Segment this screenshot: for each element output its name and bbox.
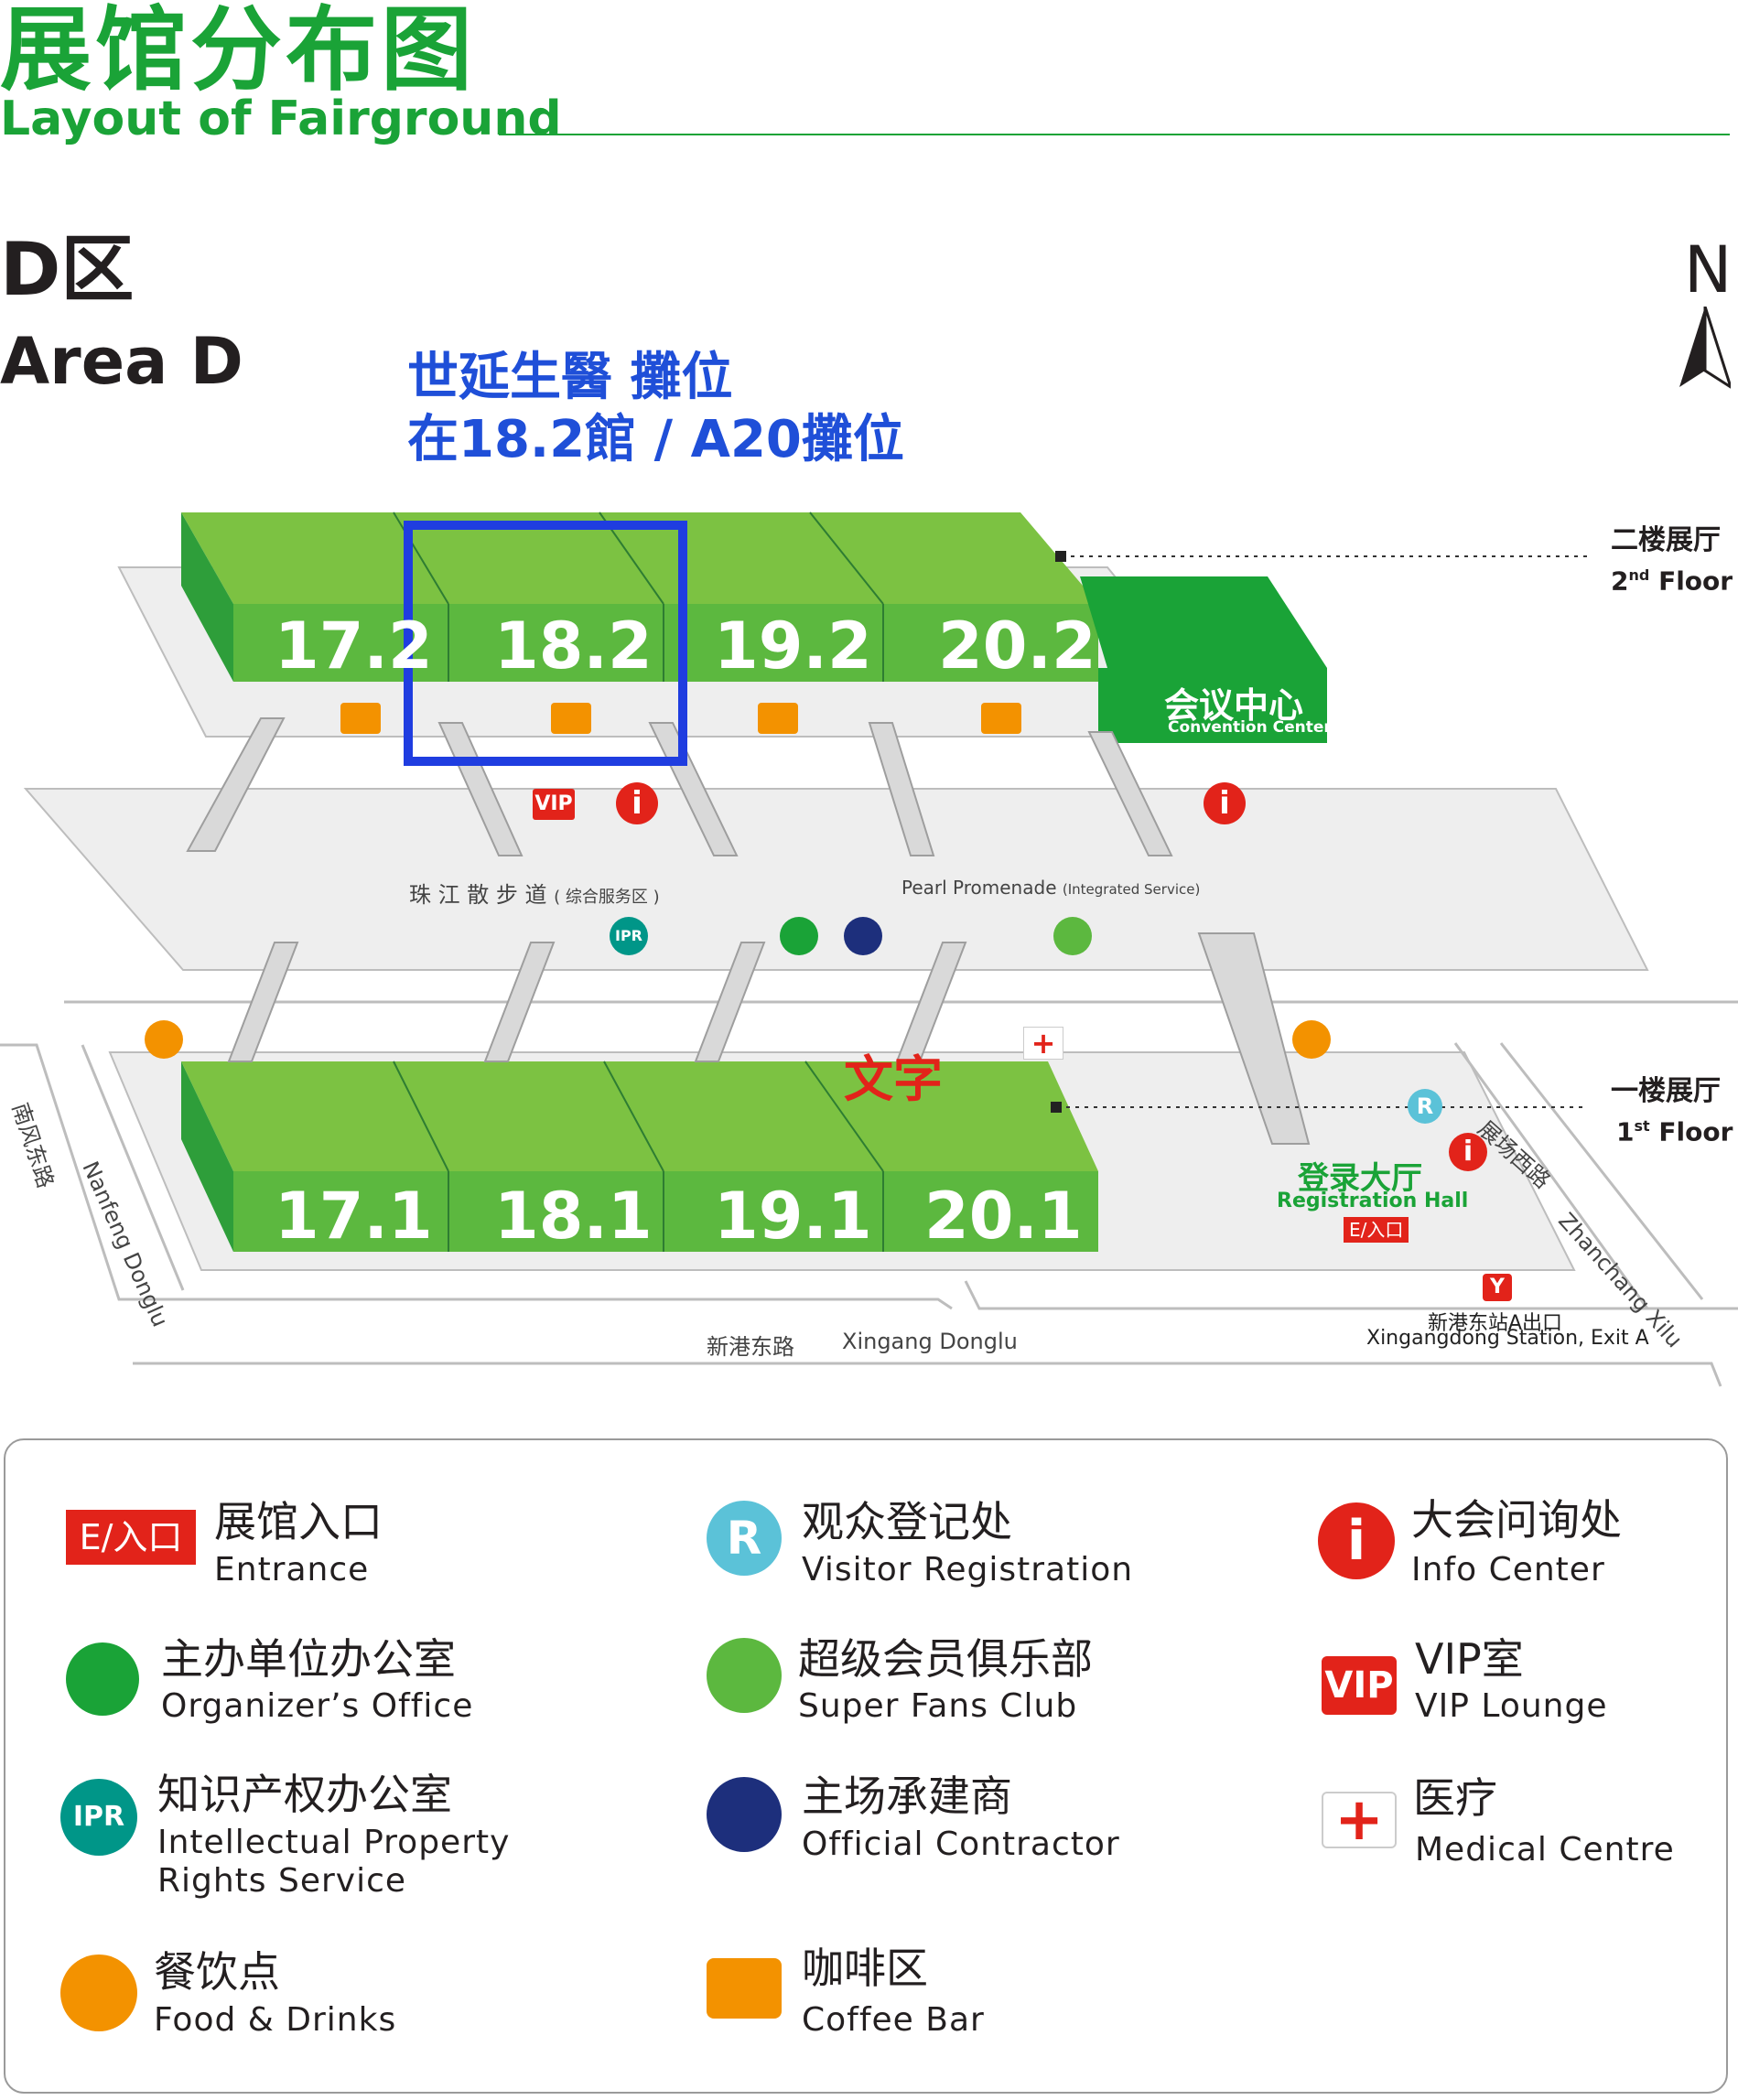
ipr-icon[interactable]: IPR — [610, 917, 648, 955]
entrance-badge[interactable]: E/入口 — [1344, 1217, 1409, 1243]
north-arrow-icon — [1679, 307, 1731, 389]
promenade-label-en: Pearl Promenade (Integrated Service) — [901, 877, 1201, 899]
north-label: N — [1684, 232, 1733, 307]
road-xingang-zh: 新港东路 — [707, 1334, 794, 1360]
legend-vip-icon: VIP — [1322, 1656, 1397, 1715]
legend-vip-zh: VIP室 — [1415, 1634, 1524, 1684]
food-icon[interactable] — [1292, 1020, 1331, 1059]
lower-halls-block — [181, 1061, 1098, 1252]
legend-organizer-en: Organizer’s Office — [161, 1687, 474, 1725]
legend-ipr-en-1: Intellectual Property — [157, 1824, 511, 1861]
legend-medical-en: Medical Centre — [1415, 1831, 1675, 1868]
legend-contractor-icon — [707, 1777, 782, 1852]
coffee-icon[interactable] — [758, 703, 798, 734]
hall-20-1[interactable]: 20.1 — [924, 1179, 1083, 1254]
legend-registration-zh: 观众登记处 — [802, 1497, 1012, 1546]
station-label-en: Xingangdong Station, Exit A — [1366, 1327, 1649, 1350]
registration-hall-label-zh: 登录大厅 — [1298, 1160, 1422, 1197]
legend-panel — [4, 1438, 1728, 2094]
floor1-label-en: 1st Floor — [1616, 1116, 1733, 1147]
road-lines — [0, 1000, 1738, 1387]
legend-contractor-zh: 主场承建商 — [802, 1772, 1012, 1821]
area-label-zh: D区 — [0, 227, 135, 312]
legend-entrance-en: Entrance — [214, 1551, 370, 1588]
food-icon[interactable] — [145, 1020, 183, 1059]
legend-food-en: Food & Drinks — [154, 2001, 397, 2039]
coffee-icon[interactable] — [551, 703, 591, 734]
legend-food-icon — [60, 1955, 137, 2031]
legend-registration-icon: R — [707, 1501, 782, 1576]
legend-coffee-zh: 咖啡区 — [802, 1944, 928, 1993]
coffee-icon[interactable] — [981, 703, 1021, 734]
legend-organizer-icon — [66, 1642, 139, 1716]
hall-19-2[interactable]: 19.2 — [714, 608, 872, 684]
legend-fans-club-en: Super Fans Club — [798, 1687, 1078, 1725]
contractor-icon[interactable] — [844, 917, 882, 955]
title-divider — [499, 134, 1730, 135]
floor1-label-zh: 一楼展厅 — [1611, 1075, 1721, 1107]
legend-medical-icon: + — [1322, 1791, 1397, 1849]
legend-organizer-zh: 主办单位办公室 — [161, 1634, 456, 1684]
legend-info-zh: 大会问询处 — [1411, 1495, 1622, 1545]
legend-entrance-zh: 展馆入口 — [214, 1497, 383, 1546]
convention-center-label-en: Convention Center — [1168, 718, 1332, 737]
vip-icon[interactable]: VIP — [533, 789, 575, 820]
legend-fans-club-zh: 超级会员俱乐部 — [798, 1634, 1093, 1684]
promenade-platform — [23, 788, 1649, 971]
booth-note-line1: 世延生醫 攤位 — [407, 348, 733, 407]
metro-icon: Y — [1483, 1274, 1512, 1301]
organizer-office-icon[interactable] — [780, 917, 818, 955]
promenade-label-zh: 珠 江 散 步 道 ( 综合服务区 ) — [409, 882, 660, 908]
floor2-label-en: 2nd Floor — [1611, 565, 1733, 597]
legend-info-icon: i — [1318, 1502, 1395, 1579]
booth-highlight-frame — [404, 521, 687, 766]
fairground-map — [0, 512, 1738, 1387]
hall-18-1[interactable]: 18.1 — [494, 1179, 653, 1254]
info-icon[interactable]: i — [1449, 1133, 1487, 1171]
hall-20-2[interactable]: 20.2 — [938, 608, 1096, 684]
legend-food-zh: 餐饮点 — [154, 1947, 280, 1997]
legend-contractor-en: Official Contractor — [802, 1825, 1120, 1863]
page-title: 展馆分布图 — [0, 0, 476, 103]
escalators — [186, 717, 1311, 1145]
info-icon[interactable]: i — [616, 782, 658, 824]
fans-club-icon[interactable] — [1053, 917, 1092, 955]
legend-registration-en: Visitor Registration — [802, 1551, 1134, 1588]
hall-19-1[interactable]: 19.1 — [714, 1179, 872, 1254]
legend-vip-en: VIP Lounge — [1415, 1687, 1608, 1725]
hall-18-2[interactable]: 18.2 — [494, 608, 653, 684]
legend-fans-club-icon — [707, 1638, 782, 1713]
legend-info-en: Info Center — [1411, 1551, 1605, 1588]
coffee-icon[interactable] — [340, 703, 381, 734]
hall-17-2[interactable]: 17.2 — [275, 608, 433, 684]
legend-medical-zh: 医疗 — [1413, 1773, 1497, 1823]
legend-ipr-icon: IPR — [60, 1779, 137, 1856]
hall-17-1[interactable]: 17.1 — [275, 1179, 433, 1254]
medical-icon[interactable]: + — [1023, 1027, 1063, 1060]
legend-ipr-zh: 知识产权办公室 — [157, 1770, 452, 1819]
area-label-en: Area D — [0, 324, 243, 399]
road-xingang-en: Xingang Donglu — [842, 1329, 1018, 1354]
registration-icon[interactable]: R — [1408, 1089, 1442, 1124]
registration-hall-label-en: Registration Hall — [1277, 1190, 1469, 1212]
station-label-zh: 新港东站A出口 — [1428, 1312, 1563, 1335]
legend-ipr-en-2: Rights Service — [157, 1862, 407, 1900]
overlay-text: 文字 — [844, 1050, 943, 1108]
legend-coffee-icon — [707, 1958, 782, 2019]
info-icon[interactable]: i — [1204, 782, 1246, 824]
legend-entrance-icon: E/入口 — [66, 1510, 196, 1565]
page-subtitle: Layout of Fairground — [0, 92, 562, 146]
convention-center-block — [1080, 576, 1327, 743]
floor2-label-zh: 二楼展厅 — [1611, 524, 1721, 556]
legend-coffee-en: Coffee Bar — [802, 2001, 985, 2039]
booth-note-line2: 在18.2館 / A20攤位 — [407, 410, 904, 469]
convention-center-label-zh: 会议中心 — [1164, 685, 1304, 726]
